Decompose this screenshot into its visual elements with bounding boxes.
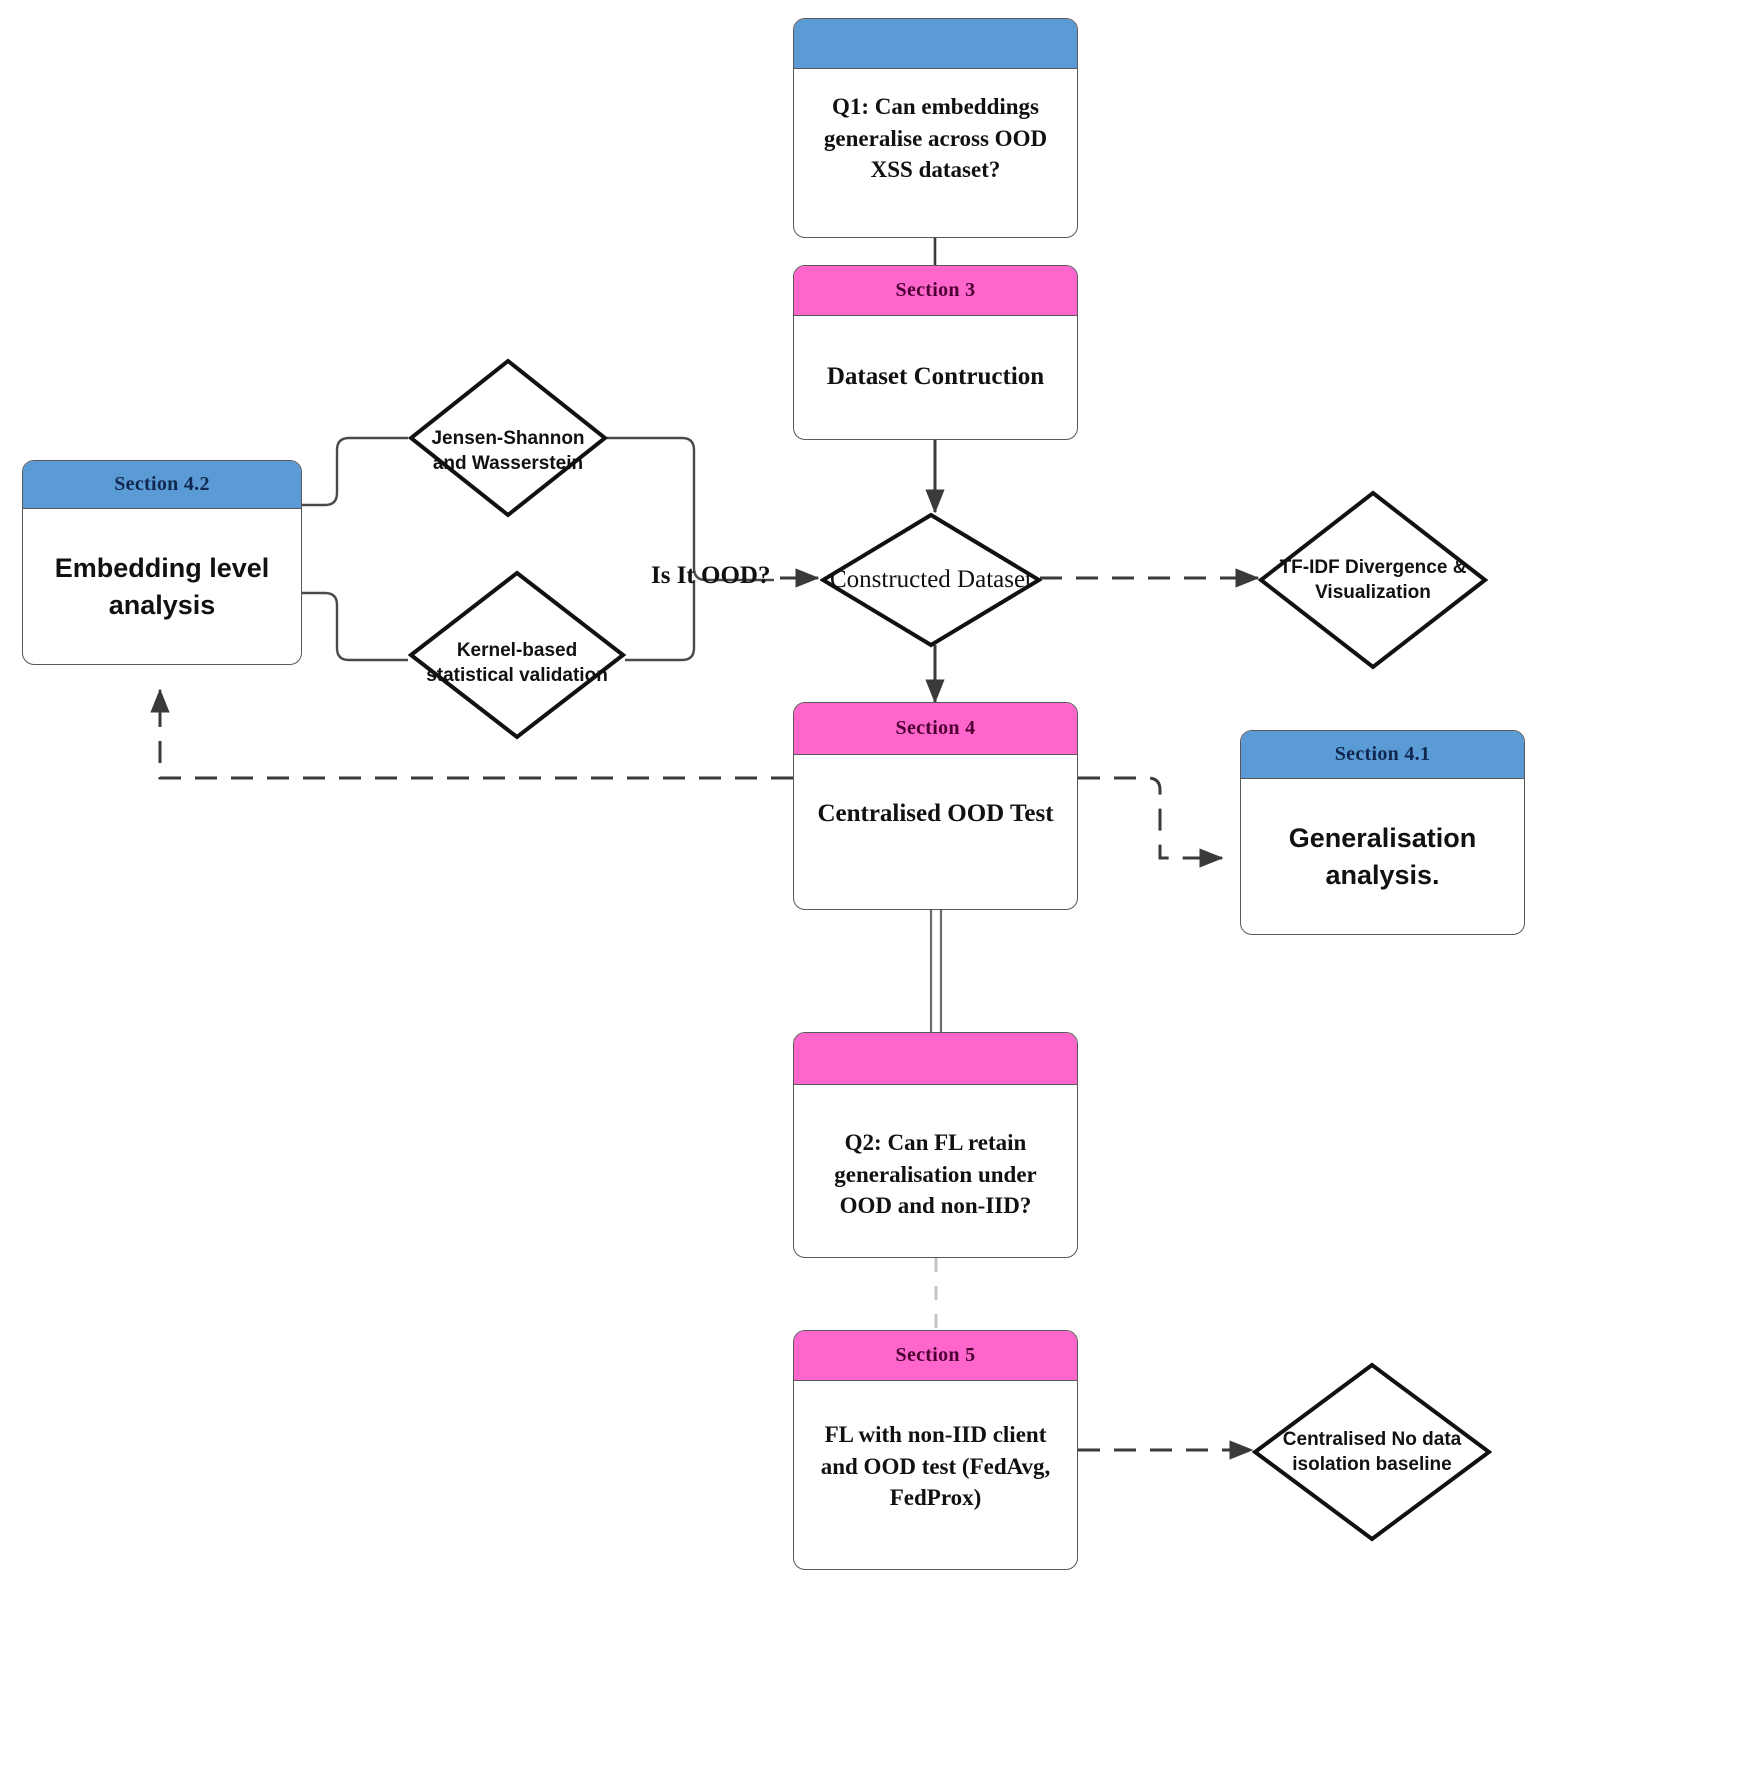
edge-section4-to-q2 [929,910,943,1032]
diamond-kernel-based[interactable]: Kernel-based statistical validation [408,570,626,740]
edge-section42-to-kernel [302,591,408,662]
node-section5[interactable]: Section 5 FL with non-IID client and OOD… [793,1330,1078,1570]
node-q2-header [794,1033,1077,1085]
edge-label-is-it-ood: Is It OOD? [651,562,771,589]
diamond-jensen-shannon[interactable]: Jensen-Shannon and Wasserstein [408,358,608,518]
edge-jensen-to-junction [607,436,774,582]
node-section42-header: Section 4.2 [23,461,301,509]
node-section4[interactable]: Section 4 Centralised OOD Test [793,702,1078,910]
diamond-centralised-baseline[interactable]: Centralised No data isolation baseline [1252,1362,1492,1542]
node-section41-header: Section 4.1 [1241,731,1524,779]
node-q1-header [794,19,1077,69]
edge-section4-to-section41 [1078,776,1224,868]
diamond-shape [1252,1362,1492,1542]
node-q1[interactable]: Q1: Can embeddings generalise across OOD… [793,18,1078,238]
diamond-shape [408,358,608,518]
edge-section42-to-jensen [302,436,408,507]
diamond-shape [820,512,1042,648]
diamond-constructed-dataset-label: Constructed Dataset [829,566,1033,593]
node-q2-label: Q2: Can FL retain generalisation under O… [834,1130,1037,1219]
diamond-jensen-shannon-label: Jensen-Shannon and Wasserstein [431,427,585,474]
edge-kernel-to-junction [625,580,696,662]
node-section5-header: Section 5 [794,1331,1077,1381]
node-section3-label: Dataset Contruction [826,363,1045,391]
node-section42[interactable]: Section 4.2 Embedding level analysis [22,460,302,665]
diamond-constructed-dataset[interactable]: Constructed Dataset [820,512,1042,648]
node-section41-label: Generalisation analysis. [1288,823,1477,890]
diamond-shape [1258,490,1488,670]
node-section3-header: Section 3 [794,266,1077,316]
diamond-tfidf-divergence[interactable]: TF-IDF Divergence & Visualization [1258,490,1488,670]
node-section5-label: FL with non-IID client and OOD test (Fed… [820,1422,1051,1511]
diamond-kernel-based-label: Kernel-based statistical validation [426,639,608,686]
node-section4-header: Section 4 [794,703,1077,755]
node-section3[interactable]: Section 3 Dataset Contruction [793,265,1078,440]
node-q2[interactable]: Q2: Can FL retain generalisation under O… [793,1032,1078,1258]
diamond-centralised-baseline-label: Centralised No data isolation baseline [1282,1428,1462,1475]
node-q1-label: Q1: Can embeddings generalise across OOD… [823,94,1048,183]
node-section42-label: Embedding level analysis [54,553,270,620]
node-section41[interactable]: Section 4.1 Generalisation analysis. [1240,730,1525,935]
node-section4-label: Centralised OOD Test [817,800,1054,827]
diamond-tfidf-divergence-label: TF-IDF Divergence & Visualization [1279,556,1467,603]
